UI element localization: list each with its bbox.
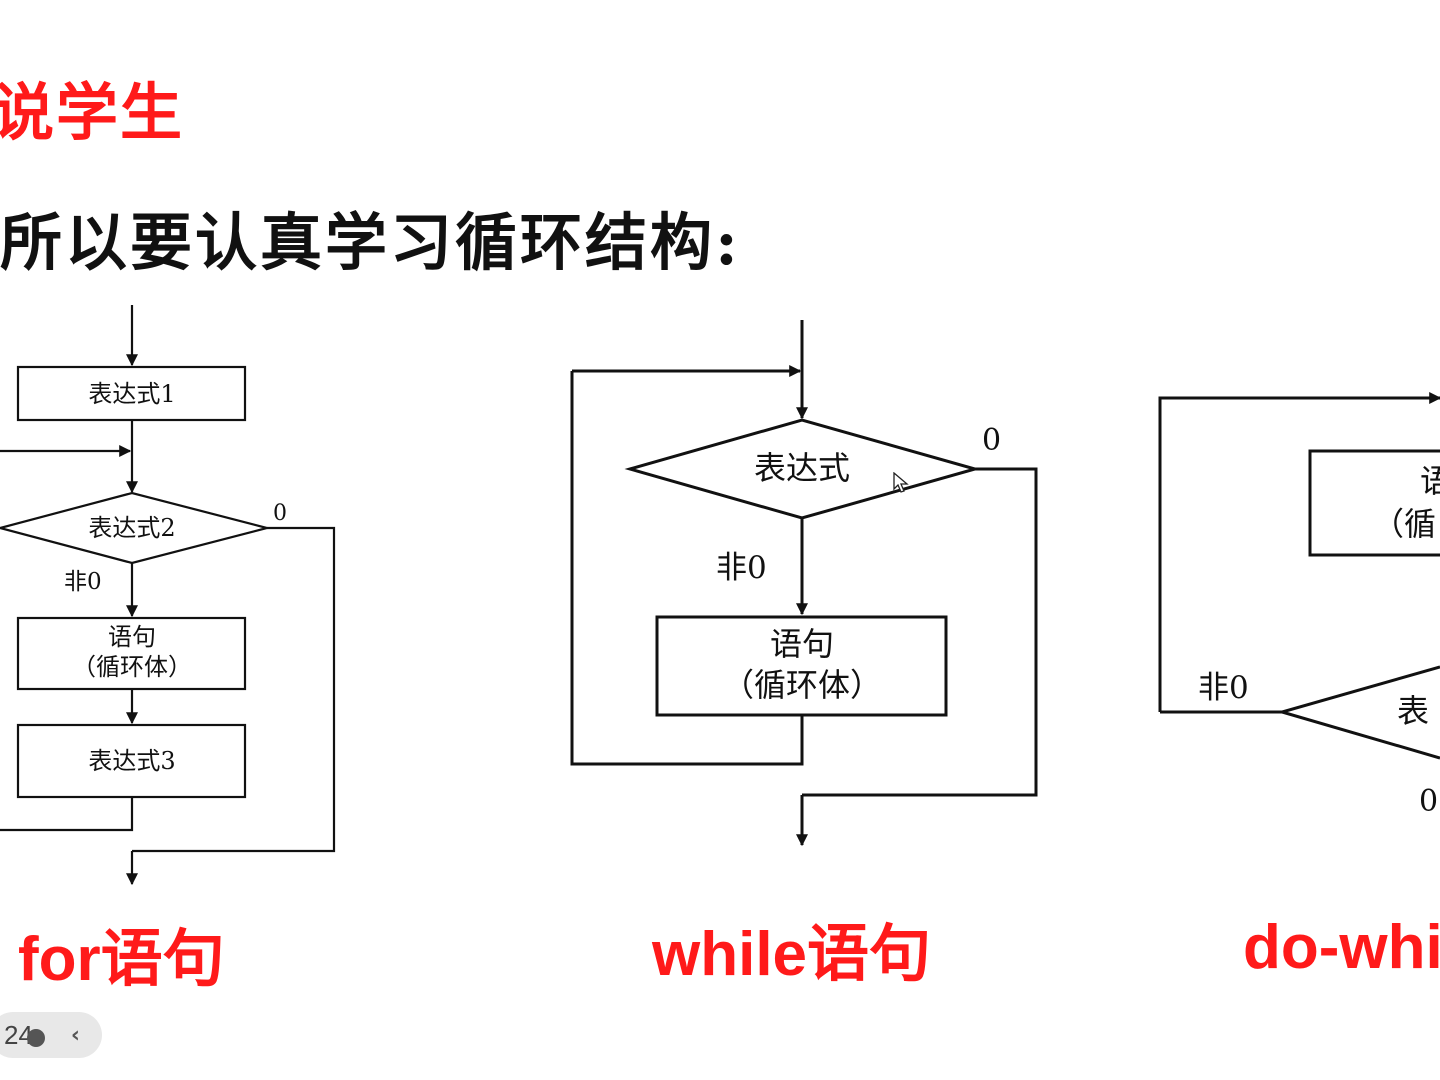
chevron-left-icon[interactable]: ‹ — [70, 1022, 80, 1048]
while-caption: while语句 — [652, 920, 932, 989]
for-true-label: 非0 — [64, 569, 102, 595]
for-expr3-return-line — [0, 797, 134, 832]
while-expr-label: 表达式 — [754, 449, 850, 487]
for-stmt-label-1: 语句 — [108, 623, 156, 651]
slide-subtitle: 所以要认真学习循环结构: — [0, 206, 741, 279]
dowhile-stmt-label-1: 语 — [1420, 462, 1440, 500]
for-false-label: 0 — [273, 501, 287, 526]
record-dot-icon — [26, 1029, 45, 1047]
while-false-label: 0 — [982, 423, 1001, 458]
for-expr1-label: 表达式1 — [88, 380, 175, 408]
while-true-label: 非0 — [716, 550, 767, 586]
for-stmt-label-2: （循环体） — [72, 653, 192, 681]
for-caption: for语句 — [18, 925, 225, 994]
dowhile-true-label: 非0 — [1198, 670, 1249, 706]
dowhile-loop-back-line — [1158, 396, 1440, 712]
dowhile-caption: do-whi — [1243, 913, 1440, 982]
for-expr2-label: 表达式2 — [88, 514, 175, 542]
for-false-line — [132, 526, 336, 853]
dowhile-expr-label: 表 — [1397, 692, 1429, 730]
while-flowchart — [570, 320, 1038, 847]
dowhile-stmt-box — [1308, 449, 1440, 557]
dowhile-flowchart — [1158, 392, 1440, 760]
slide-heading: 说学生 — [0, 76, 185, 149]
dowhile-false-label: 0 — [1419, 784, 1438, 819]
while-false-line — [802, 467, 1038, 797]
for-expr3-label: 表达式3 — [88, 747, 175, 775]
while-stmt-label-2: （循环体） — [722, 666, 882, 704]
while-loop-back-line — [570, 371, 804, 766]
while-stmt-label-1: 语句 — [770, 625, 834, 663]
for-flowchart — [0, 305, 336, 886]
dowhile-stmt-label-2: （循 — [1372, 505, 1436, 543]
slide-nav-toolbar[interactable]: 24 ‹ — [0, 1012, 102, 1058]
mouse-pointer-icon — [893, 471, 909, 499]
